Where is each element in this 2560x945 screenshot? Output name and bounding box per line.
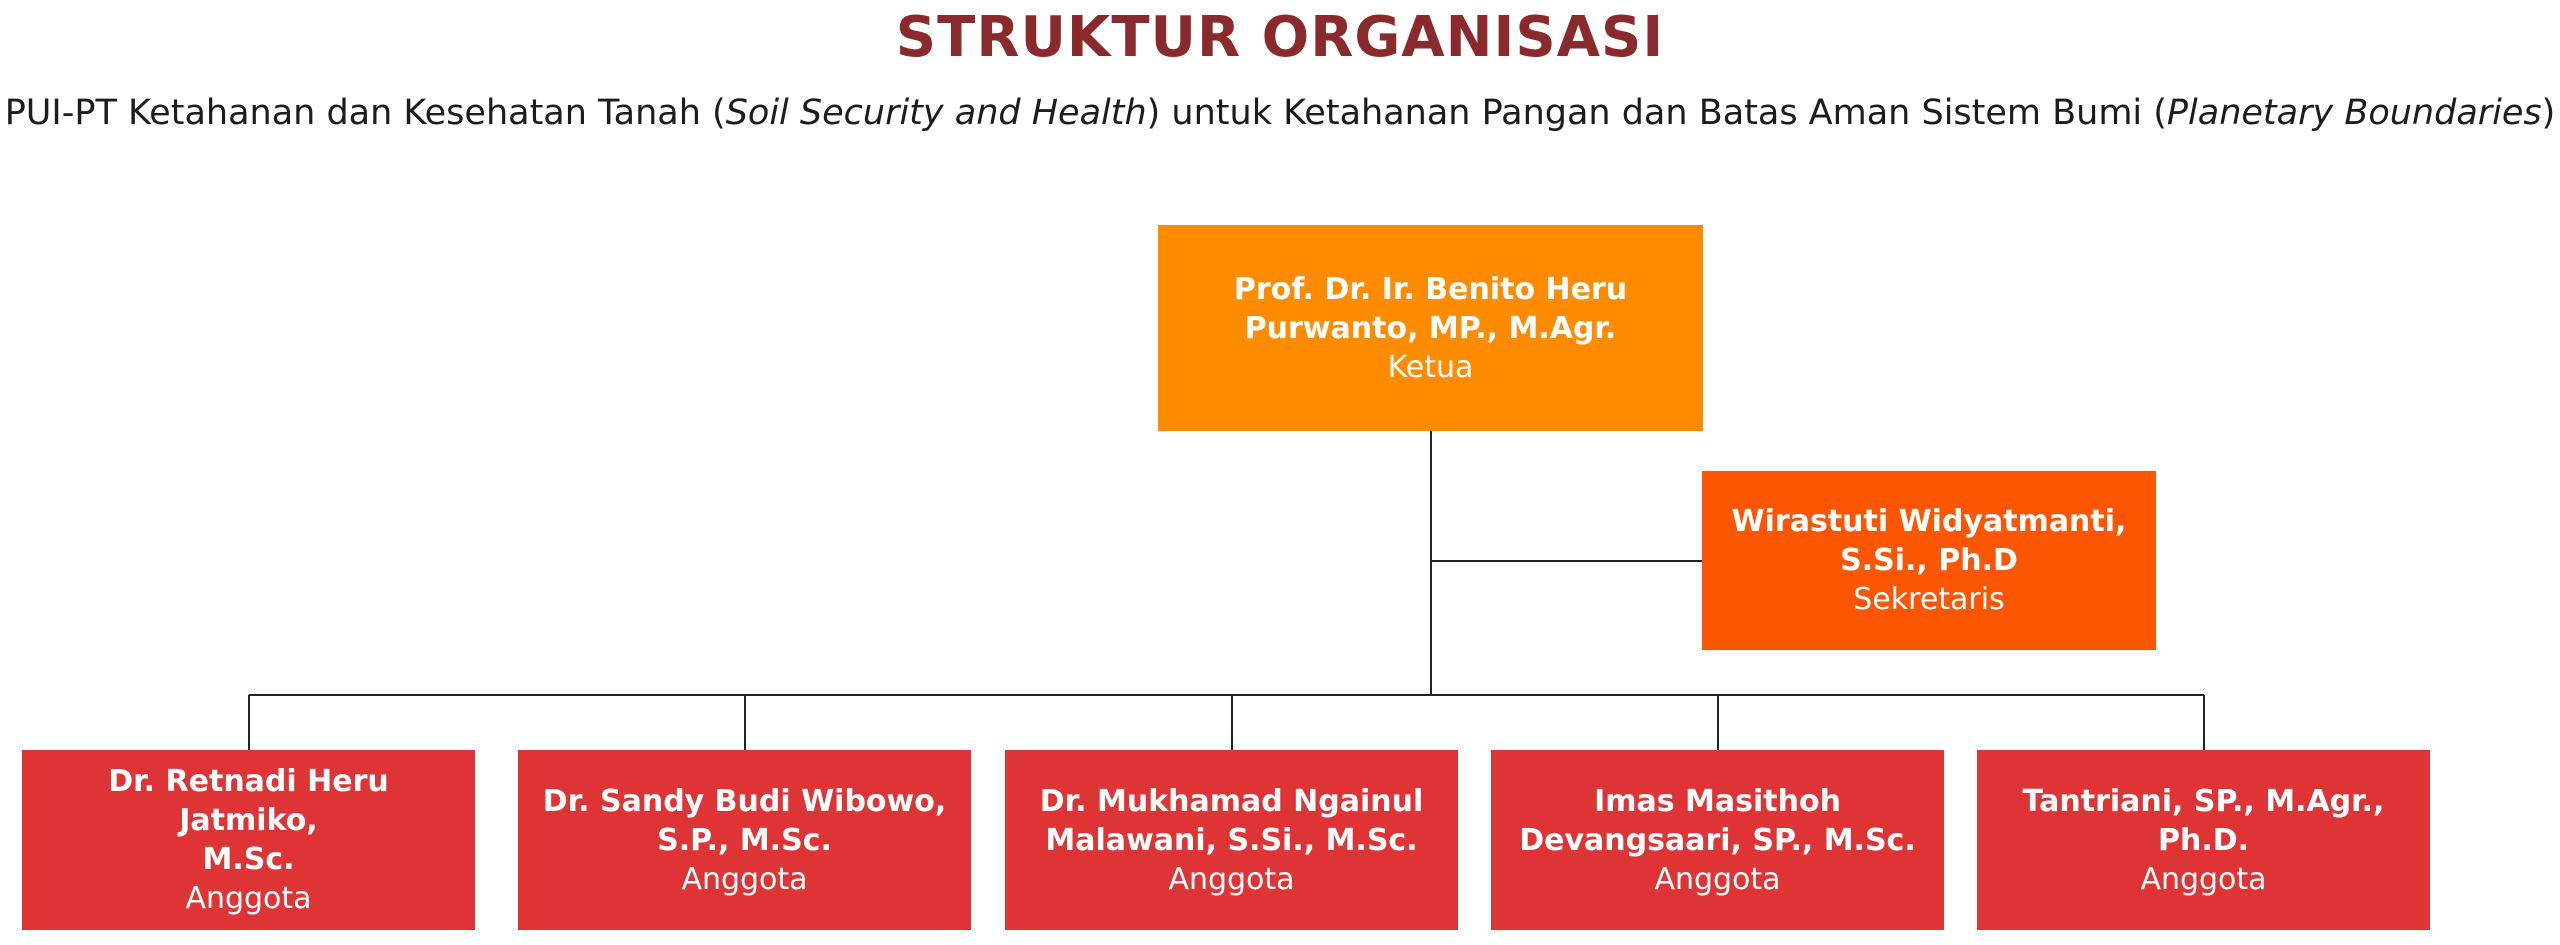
- anggota-name-line2: S.P., M.Sc.: [657, 822, 832, 858]
- sekretaris-role: Sekretaris: [1853, 582, 2005, 617]
- subtitle-italic-2: Planetary Boundaries: [2166, 93, 2542, 133]
- anggota-name-line1: Dr. Sandy Budi Wibowo,: [542, 783, 947, 819]
- anggota-name-line1: Dr. Mukhamad Ngainul: [1039, 783, 1424, 819]
- anggota-role: Anggota: [1168, 861, 1295, 897]
- page-subtitle: PUI-PT Ketahanan dan Kesehatan Tanah (So…: [0, 88, 2560, 138]
- ketua-box: Prof. Dr. Ir. Benito Heru Purwanto, MP.,…: [1158, 225, 1703, 431]
- sekretaris-name-line1: Wirastuti Widyatmanti,: [1731, 504, 2127, 539]
- subtitle-text-2: ) untuk Ketahanan Pangan dan Batas Aman …: [1146, 93, 2167, 133]
- anggota-name-line2: Malawani, S.Si., M.Sc.: [1045, 822, 1418, 858]
- anggota-name-line2: Devangsaari, SP., M.Sc.: [1519, 822, 1916, 858]
- anggota-name-line1: Tantriani, SP., M.Agr., Ph.D.: [2022, 783, 2385, 858]
- sekretaris-box: Wirastuti Widyatmanti, S.Si., Ph.D Sekre…: [1702, 471, 2156, 650]
- anggota-box-3: Dr. Mukhamad Ngainul Malawani, S.Si., M.…: [1005, 750, 1458, 930]
- anggota-name-line2: M.Sc.: [202, 842, 295, 877]
- subtitle-text-1: PUI-PT Ketahanan dan Kesehatan Tanah (: [4, 93, 726, 133]
- anggota-role: Anggota: [185, 881, 312, 916]
- ketua-name-line2: Purwanto, MP., M.Agr.: [1244, 310, 1617, 346]
- anggota-box-2: Dr. Sandy Budi Wibowo, S.P., M.Sc. Anggo…: [518, 750, 971, 930]
- anggota-role: Anggota: [681, 861, 808, 897]
- anggota-box-4: Imas Masithoh Devangsaari, SP., M.Sc. An…: [1491, 750, 1944, 930]
- anggota-role: Anggota: [1654, 861, 1781, 897]
- subtitle-italic-1: Soil Security and Health: [725, 93, 1147, 133]
- anggota-name-line1: Imas Masithoh: [1594, 783, 1841, 819]
- ketua-name-line1: Prof. Dr. Ir. Benito Heru: [1233, 271, 1628, 307]
- anggota-box-1: Dr. Retnadi Heru Jatmiko, M.Sc. Anggota: [22, 750, 475, 930]
- anggota-box-5: Tantriani, SP., M.Agr., Ph.D. Anggota: [1977, 750, 2430, 930]
- ketua-role: Ketua: [1387, 349, 1474, 385]
- anggota-name-line1: Dr. Retnadi Heru Jatmiko,: [108, 764, 389, 838]
- sekretaris-name-line2: S.Si., Ph.D: [1840, 543, 2018, 578]
- anggota-role: Anggota: [2140, 861, 2267, 897]
- subtitle-text-3: ): [2541, 93, 2556, 133]
- page-title: STRUKTUR ORGANISASI: [895, 5, 1665, 70]
